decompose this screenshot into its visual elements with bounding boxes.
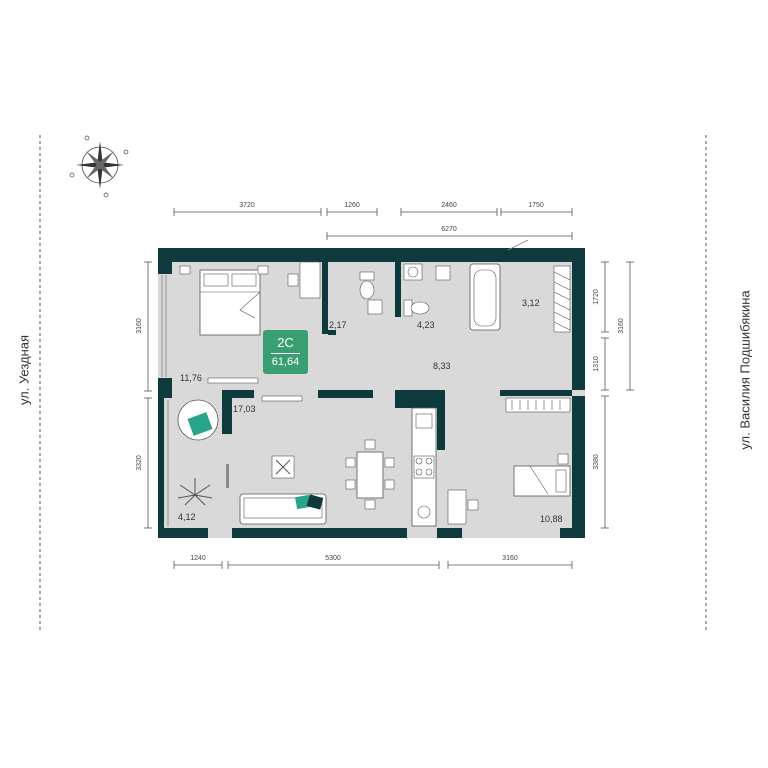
fridge-icon bbox=[417, 505, 431, 519]
street-right-label: ул. Василия Подшибякина bbox=[737, 290, 753, 450]
wardrobe-rail-icon bbox=[505, 397, 571, 413]
armchair-icon bbox=[177, 399, 219, 441]
plant-icon bbox=[177, 478, 213, 506]
walls bbox=[158, 248, 585, 538]
toilet-icon bbox=[359, 271, 375, 300]
apartment-type-badge: 2С 61,64 bbox=[263, 330, 308, 374]
sink-icon bbox=[415, 413, 433, 429]
area-living: 17,03 bbox=[233, 404, 256, 414]
compass-icon bbox=[69, 135, 129, 198]
dim-top-4: 1750 bbox=[528, 202, 544, 209]
dim-right-3: 3380 bbox=[593, 454, 600, 470]
dim-right-1: 1720 bbox=[593, 289, 600, 305]
wardrobe-shelves-icon bbox=[553, 265, 571, 333]
stove-icon bbox=[413, 455, 435, 479]
nightstand-icon bbox=[179, 265, 191, 275]
nightstand-icon bbox=[557, 453, 569, 465]
area-bathroom: 4,23 bbox=[417, 320, 435, 330]
dim-left-1: 3160 bbox=[136, 318, 143, 334]
dim-top-2: 1260 bbox=[344, 202, 360, 209]
apartment-type: 2С bbox=[277, 335, 294, 350]
sofa-icon bbox=[239, 493, 327, 525]
rug-icon bbox=[271, 455, 295, 479]
dim-bottom-2: 5300 bbox=[325, 555, 341, 562]
area-bedroom-1: 11,76 bbox=[180, 373, 202, 383]
dining-table-icon bbox=[345, 439, 395, 510]
desk-icon bbox=[287, 261, 321, 299]
bed-icon bbox=[199, 269, 261, 336]
sink-icon bbox=[403, 263, 423, 281]
wardrobe-icon bbox=[207, 377, 259, 384]
apartment-total-area: 61,64 bbox=[271, 356, 300, 368]
area-bedroom-2: 10,88 bbox=[540, 514, 563, 524]
street-left-label: ул. Уездная bbox=[16, 334, 32, 406]
dim-top-total: 6270 bbox=[441, 226, 457, 233]
area-toilet: 2,17 bbox=[329, 320, 347, 330]
dim-bottom-3: 3160 bbox=[502, 555, 518, 562]
dim-right-2: 1310 bbox=[593, 356, 600, 372]
area-loggia: 4,12 bbox=[178, 512, 196, 522]
dim-right-outer: 3160 bbox=[618, 318, 625, 334]
dim-bottom-1: 1240 bbox=[190, 555, 206, 562]
area-wardrobe: 3,12 bbox=[522, 298, 540, 308]
dim-left-2: 3320 bbox=[136, 455, 143, 471]
desk-icon bbox=[447, 489, 479, 525]
nightstand-icon bbox=[257, 265, 269, 275]
area-hall: 8,33 bbox=[433, 361, 451, 371]
washing-machine-icon bbox=[435, 265, 451, 281]
bed-icon bbox=[513, 465, 571, 497]
tv-stand-icon bbox=[226, 464, 229, 488]
badge-divider bbox=[271, 353, 300, 354]
shelf-icon bbox=[261, 395, 303, 402]
dimension-lines bbox=[144, 208, 634, 569]
sink-icon bbox=[367, 299, 383, 315]
dim-top-1: 3720 bbox=[239, 202, 255, 209]
dim-top-3: 2460 bbox=[441, 202, 457, 209]
windows bbox=[161, 275, 169, 527]
toilet-icon bbox=[403, 299, 430, 317]
bathtub-icon bbox=[469, 263, 501, 331]
